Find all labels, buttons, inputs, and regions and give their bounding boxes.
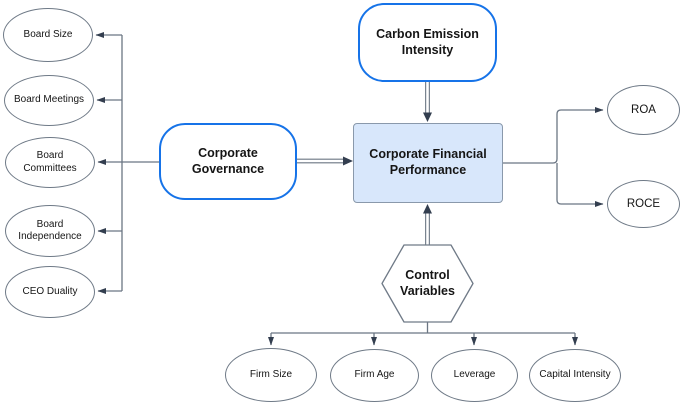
carbon-emission-intensity-label: Carbon Emission Intensity	[376, 26, 479, 57]
node-carbon-emission-intensity: Carbon Emission Intensity	[358, 3, 497, 82]
firm-size-label: Firm Size	[249, 368, 293, 380]
node-firm-size: Firm Size	[225, 348, 317, 402]
node-board-independence: Board Independence	[5, 205, 95, 257]
board-independence-label: Board Independence	[18, 218, 82, 243]
capital-intensity-label: Capital Intensity	[539, 369, 611, 381]
ceo-duality-label: CEO Duality	[22, 285, 78, 297]
node-leverage: Leverage	[431, 349, 518, 402]
roa-label: ROA	[631, 103, 656, 116]
connector-to-roce	[556, 163, 604, 207]
board-meetings-label: Board Meetings	[13, 94, 85, 106]
node-roce: ROCE	[607, 180, 680, 228]
node-ceo-duality: CEO Duality	[5, 266, 95, 318]
node-board-committees: Board Committees	[5, 137, 95, 188]
node-firm-age: Firm Age	[330, 349, 419, 402]
connector-to-roa	[503, 107, 604, 164]
leverage-label: Leverage	[453, 369, 496, 381]
connector-governance-to-cfp	[297, 156, 353, 166]
node-board-meetings: Board Meetings	[4, 75, 94, 126]
node-control-variables: Control Variables	[387, 245, 468, 322]
node-corporate-governance: Corporate Governance	[159, 123, 297, 200]
connector-controls-to-cfp	[423, 204, 432, 245]
board-size-label: Board Size	[23, 28, 73, 40]
firm-age-label: Firm Age	[354, 369, 395, 381]
hexagon-control-variables	[381, 244, 474, 323]
board-committees-label: Board Committees	[23, 150, 77, 174]
node-corporate-financial-performance: Corporate Financial Performance	[353, 123, 503, 203]
node-capital-intensity: Capital Intensity	[529, 349, 621, 402]
connector-carbon-to-cfp	[423, 82, 432, 122]
control-variables-label: Control Variables	[400, 267, 455, 298]
corporate-financial-performance-label: Corporate Financial Performance	[369, 147, 487, 177]
roce-label: ROCE	[626, 197, 661, 210]
corporate-governance-label: Corporate Governance	[191, 145, 265, 176]
node-roa: ROA	[607, 85, 680, 135]
node-board-size: Board Size	[3, 8, 93, 62]
